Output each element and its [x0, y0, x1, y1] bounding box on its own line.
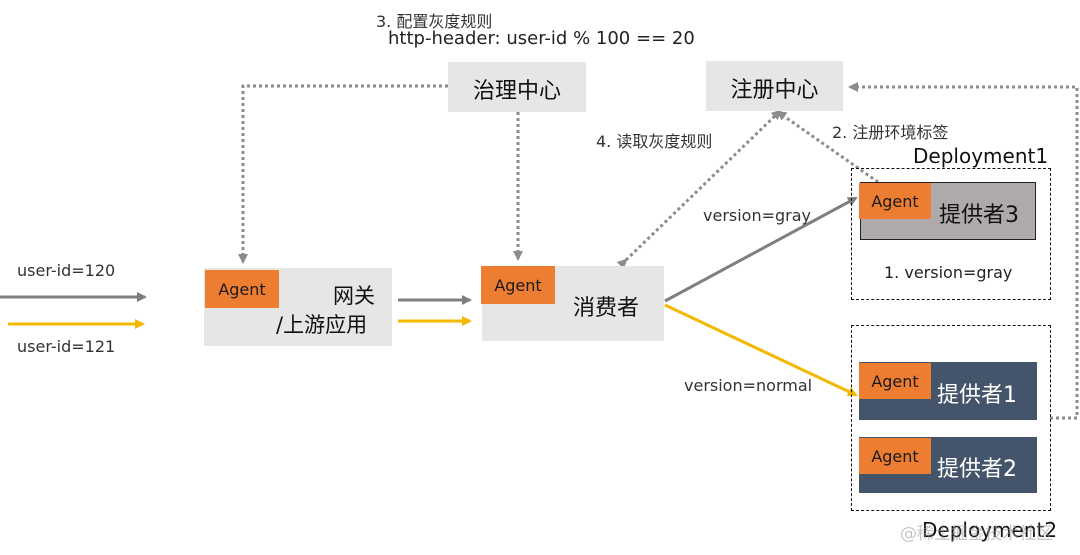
- route-gray-label: version=gray: [703, 206, 812, 225]
- step4-label: 4. 读取灰度规则: [596, 132, 713, 151]
- deployment2-label: Deployment2: [922, 518, 1058, 542]
- registry-center: 注册中心: [706, 61, 843, 111]
- deployment1-note: 1. version=gray: [884, 263, 1013, 282]
- consumer-agent: Agent: [481, 266, 555, 304]
- deployment1-label: Deployment1: [913, 144, 1049, 168]
- step3-rule: http-header: user-id % 100 == 20: [388, 28, 695, 49]
- consumer-label: 消费者: [573, 296, 640, 321]
- provider3-agent: Agent: [859, 183, 931, 219]
- route-normal-label: version=normal: [684, 376, 813, 395]
- gateway-line2: /上游应用: [276, 313, 368, 337]
- provider2-label: 提供者2: [937, 457, 1017, 482]
- gateway-line1: 网关: [333, 284, 375, 308]
- provider3-label: 提供者3: [939, 203, 1019, 228]
- user120-label: user-id=120: [17, 261, 116, 280]
- governance-label: 治理中心: [472, 79, 561, 104]
- governance-gateway-dotted: [238, 84, 448, 264]
- provider2-agent: Agent: [859, 438, 931, 474]
- governance-center: 治理中心: [448, 62, 586, 112]
- deployment2-frame: [851, 325, 1051, 511]
- consumer-provider1-arrow: [664, 303, 858, 397]
- provider1-label: 提供者1: [937, 383, 1017, 408]
- deployment1-frame: [851, 168, 1051, 300]
- deployment2-registry-dotted: [848, 82, 1079, 420]
- provider3-registry-dotted: [776, 110, 879, 184]
- user121-label: user-id=121: [17, 337, 116, 356]
- step3-title: 3. 配置灰度规则: [376, 12, 493, 31]
- registry-label: 注册中心: [730, 78, 819, 103]
- provider1-box: 提供者1: [859, 362, 1037, 420]
- provider1-agent: Agent: [859, 363, 931, 399]
- watermark: @稀土掘金技术社区: [900, 524, 1053, 544]
- gateway-agent: Agent: [205, 270, 279, 308]
- step2-label: 2. 注册环境标签: [832, 123, 949, 142]
